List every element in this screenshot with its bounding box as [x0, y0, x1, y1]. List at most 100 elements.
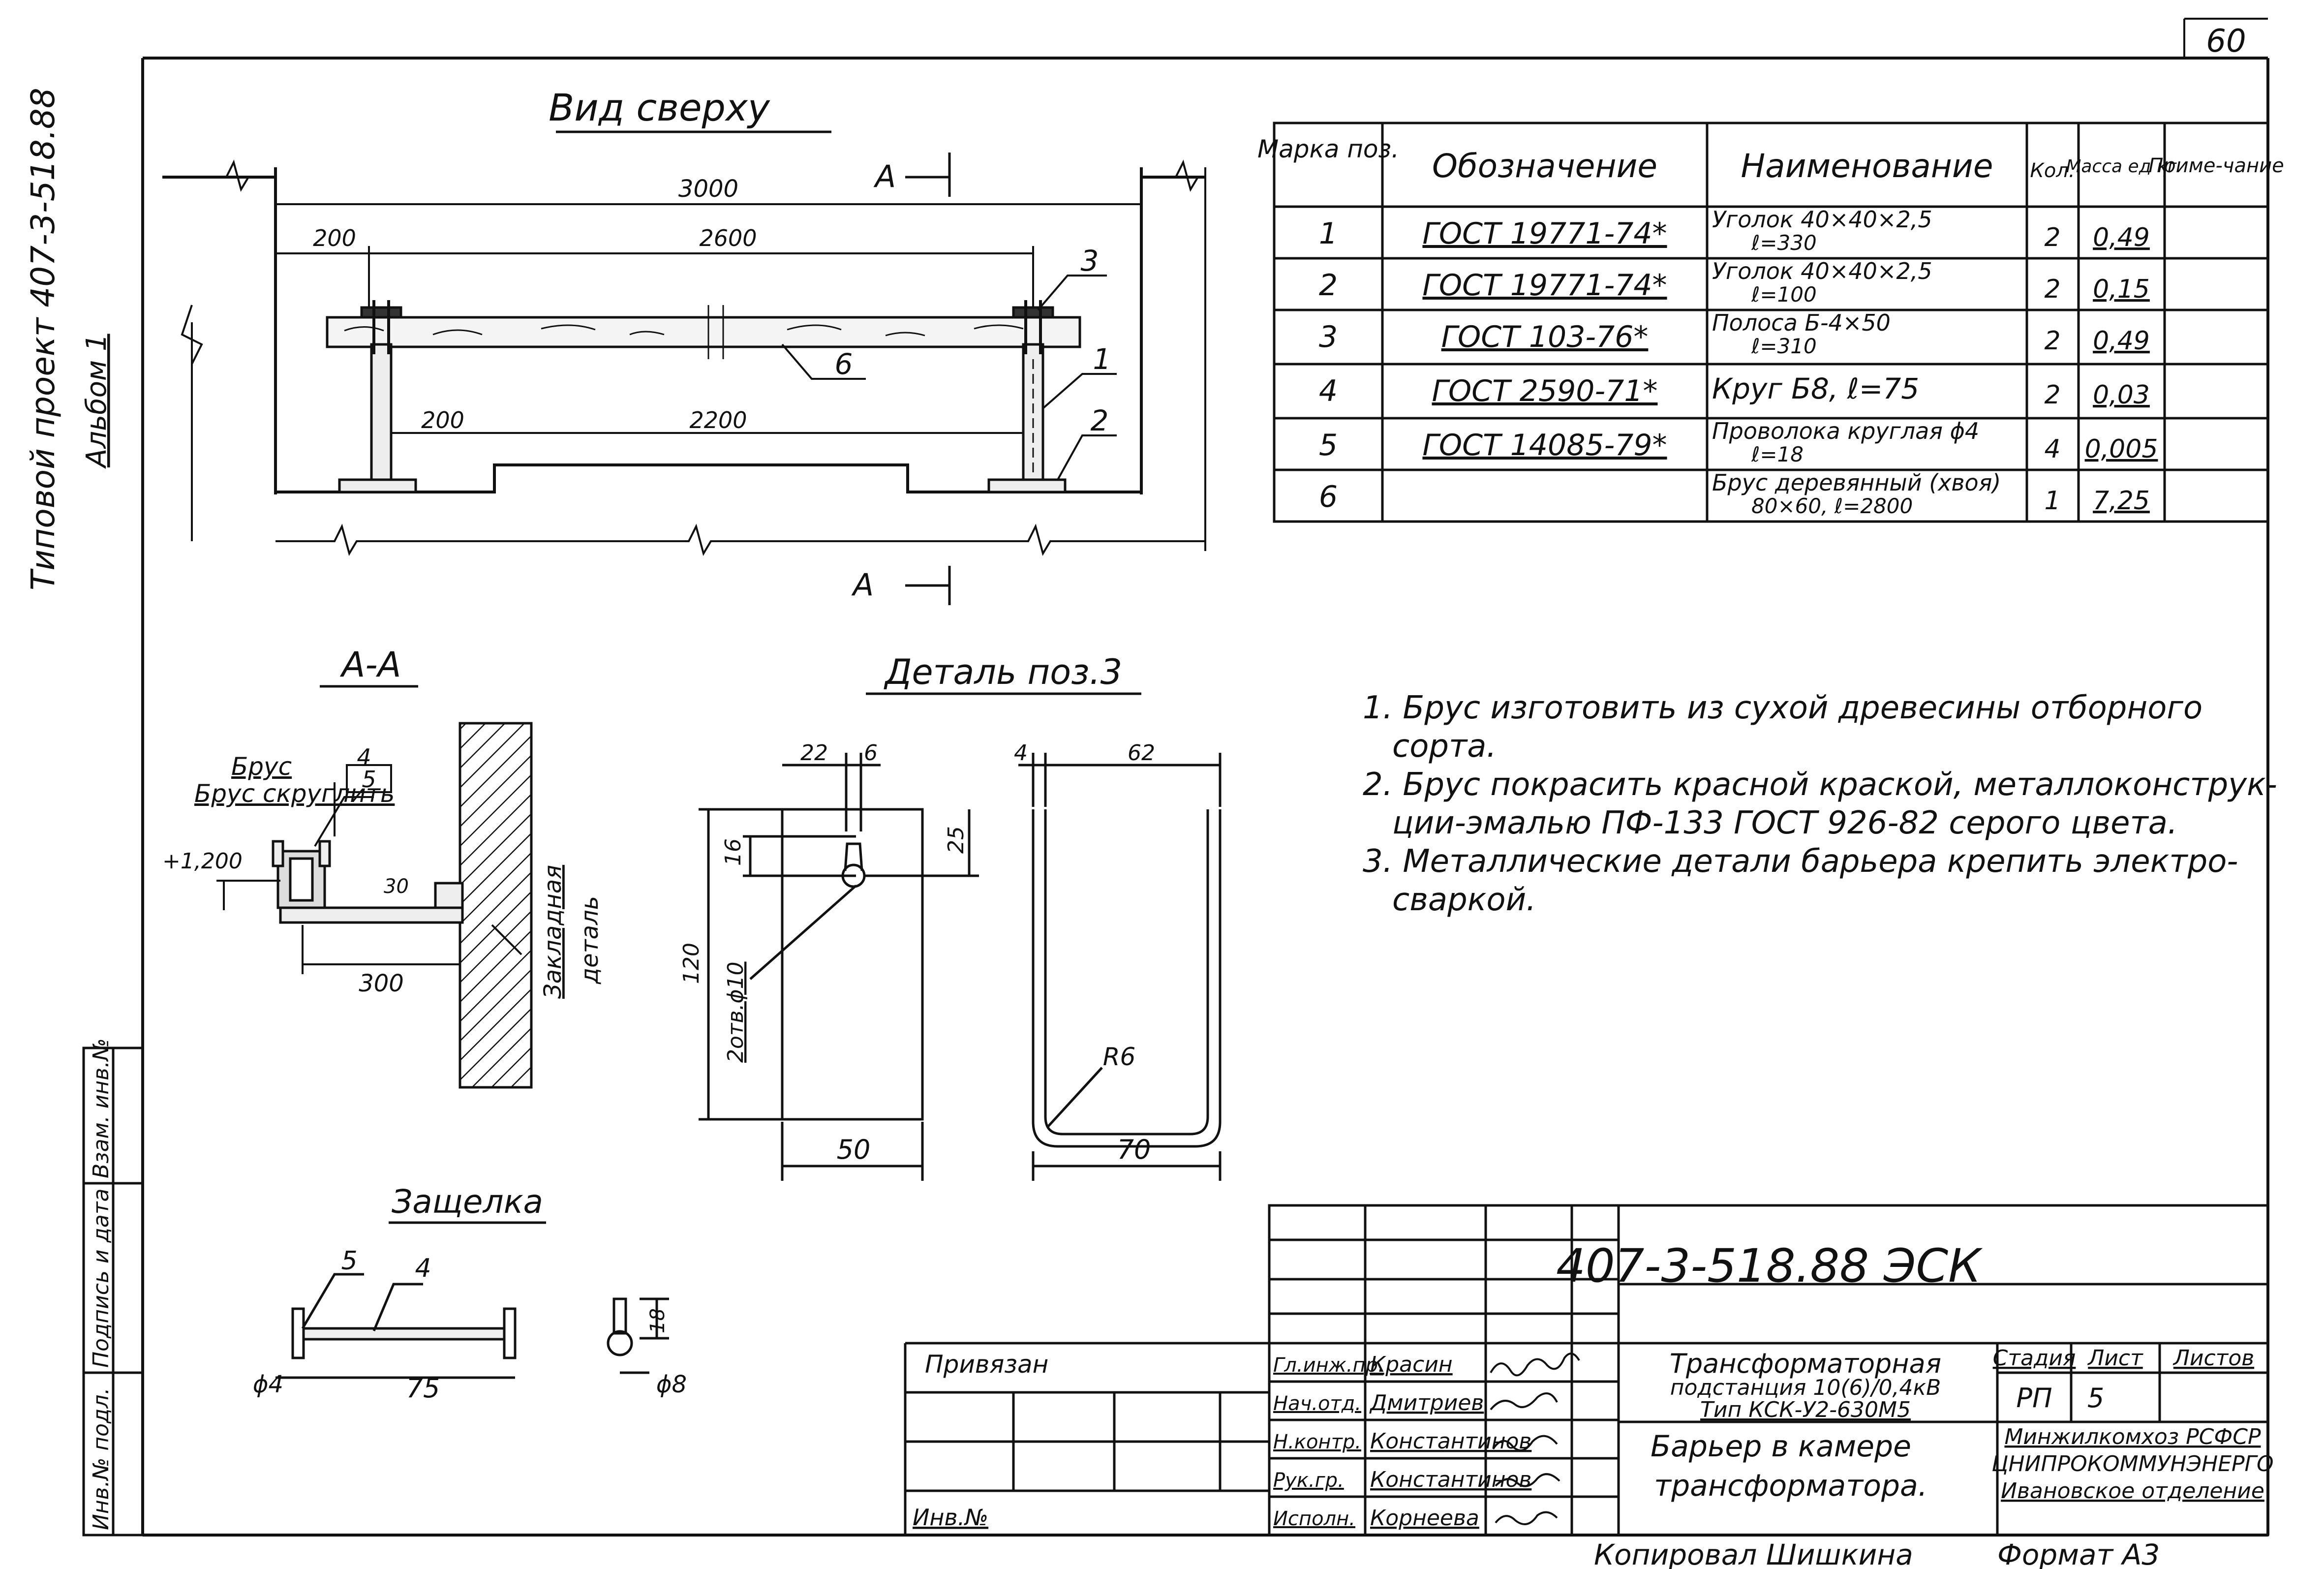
spec-name2-3: ℓ=310 — [1751, 334, 1817, 358]
detail3-title: Деталь поз.3 — [884, 652, 1122, 692]
latch-callout-5: 5 — [341, 1246, 357, 1276]
spec-qty-2: 2 — [2044, 275, 2060, 304]
d3-4: 4 — [1014, 740, 1028, 766]
callout-3: 3 — [1081, 244, 1099, 277]
spec-name2-6: 80×60, ℓ=2800 — [1751, 494, 1913, 518]
spec-header-pos: Марка поз. — [1257, 135, 1399, 163]
aa-callout-4: 4 — [357, 744, 371, 770]
d3-120: 120 — [679, 943, 704, 984]
dim-30: 30 — [384, 875, 409, 898]
detail-pos3: Деталь поз.3 22 6 16 25 120 2о — [679, 652, 1222, 1181]
spec-name-6: Брус деревянный (хвоя) — [1712, 469, 2001, 496]
note-1-cont: сорта. — [1392, 728, 1497, 765]
spec-mass-5: 0,005 — [2085, 434, 2158, 464]
spec-qty-3: 2 — [2044, 326, 2060, 356]
d3-62: 62 — [1128, 740, 1155, 766]
spec-pos-5: 5 — [1319, 428, 1338, 462]
section-mark-top — [905, 153, 951, 197]
role-1: Гл.инж.пр. — [1273, 1354, 1384, 1377]
latch-callout-4: 4 — [415, 1254, 431, 1283]
spec-name2-5: ℓ=18 — [1751, 442, 1804, 466]
embed-label-2: деталь — [576, 896, 604, 984]
right-post — [987, 300, 1067, 493]
spec-mass-6: 7,25 — [2093, 486, 2150, 516]
sheets-header: Листов — [2172, 1346, 2254, 1371]
copied-by: Копировал Шишкина — [1594, 1538, 1913, 1569]
drawing-name-line2: трансформатора. — [1654, 1469, 1927, 1503]
name-2: Дмитриев — [1369, 1390, 1484, 1415]
spec-header-mass: Масса ед кг — [2066, 156, 2177, 177]
side-stamp: Типовой проект 407-3-518.88 Альбом 1 — [24, 88, 113, 590]
object-line3: Тип КСК-У2-630М5 — [1700, 1397, 1911, 1422]
dim-bottom-200-text: 200 — [421, 407, 464, 433]
spec-mass-2: 0,15 — [2093, 275, 2150, 304]
name-1: Красин — [1370, 1352, 1453, 1377]
spec-qty-1: 2 — [2044, 223, 2060, 252]
spec-header-qty: Кол. — [2030, 159, 2075, 182]
d3-r6: R6 — [1103, 1043, 1136, 1071]
sheet-header: Лист — [2087, 1346, 2143, 1371]
inv-label: Инв.№ — [913, 1504, 988, 1531]
break-lines — [162, 159, 1206, 556]
org-line3: Ивановское отделение — [2001, 1478, 2264, 1504]
section-mark-bottom — [905, 566, 951, 605]
specification-table — [1273, 122, 2269, 523]
d3-hole-label: 2отв.ϕ10 — [723, 962, 748, 1063]
latch-phi4: ϕ4 — [253, 1371, 283, 1398]
d3-16: 16 — [721, 838, 746, 866]
role-2: Нач.отд. — [1273, 1392, 1361, 1415]
spec-mass-1: 0,49 — [2093, 223, 2150, 252]
org-line2: ЦНИПРОКОММУНЭНЕРГО — [1991, 1451, 2273, 1477]
stage-value: РП — [2016, 1383, 2052, 1414]
title-block-signatures: Гл.инж.пр.КрасинНач.отд.ДмитриевН.контр.… — [1273, 1352, 1531, 1531]
name-5: Корнеева — [1370, 1506, 1479, 1531]
spec-name-3: Полоса Б-4×50 — [1712, 309, 1891, 336]
wooden-beam — [326, 305, 1081, 359]
d3-22: 22 — [800, 740, 828, 766]
spec-qty-6: 1 — [2044, 486, 2060, 516]
left-post — [338, 300, 417, 493]
object-line2: подстанция 10(6)/0,4кВ — [1670, 1375, 1941, 1400]
spec-code-5: ГОСТ 14085-79* — [1422, 428, 1667, 462]
latch-75: 75 — [406, 1373, 440, 1404]
spec-pos-2: 2 — [1319, 268, 1338, 303]
d3-6: 6 — [864, 740, 878, 766]
privyazan-label: Привязан — [925, 1350, 1048, 1379]
spec-name-2: Уголок 40×40×2,5 — [1712, 258, 1932, 284]
section-mark-bottom-text: А — [851, 567, 874, 603]
note-3: 3. Металлические детали барьера крепить … — [1363, 843, 2238, 880]
section-aa-title: А-А — [339, 645, 401, 685]
section-aa-labels-box — [346, 764, 392, 793]
left-cell-sign: Подпись и дата — [89, 1189, 114, 1368]
spec-name-1: Уголок 40×40×2,5 — [1712, 206, 1932, 233]
latch-title: Защелка — [392, 1183, 543, 1221]
spec-pos-3: 3 — [1319, 320, 1338, 354]
spec-header-code: Обозначение — [1432, 147, 1657, 185]
callout-2: 2 — [1091, 404, 1109, 437]
left-cell-replace: Взам. инв.№ — [89, 1038, 114, 1178]
callout-1: 1 — [1093, 342, 1111, 376]
spec-mass-4: 0,03 — [2093, 380, 2150, 410]
embed-label-1: Закладная — [539, 865, 567, 999]
brus-label-1: Брус — [231, 752, 292, 781]
spec-code-4: ГОСТ 2590-71* — [1432, 374, 1658, 408]
d3-70: 70 — [1117, 1134, 1151, 1165]
dim-3000 — [275, 197, 1142, 212]
role-5: Исполн. — [1273, 1507, 1355, 1530]
note-3-cont: сваркой. — [1392, 882, 1536, 918]
side-stamp-project: Типовой проект 407-3-518.88 — [24, 88, 62, 590]
spec-name-4: Круг Б8, ℓ=75 — [1712, 372, 1919, 405]
latch-side-view — [607, 1297, 669, 1374]
top-view: Вид сверху 3000 200 — [162, 86, 1206, 605]
top-view-title: Вид сверху — [549, 86, 770, 129]
spec-name2-1: ℓ=330 — [1751, 231, 1817, 255]
page-number: 60 — [2206, 23, 2246, 60]
left-cell-inv: Инв.№ подл. — [89, 1387, 114, 1530]
org-line1: Минжилкомхоз РСФСР — [2004, 1424, 2261, 1449]
left-approval-cells — [82, 1046, 144, 1537]
title-block — [904, 1204, 2269, 1537]
spec-qty-5: 4 — [2044, 434, 2060, 464]
top-view-leaders — [781, 275, 1117, 480]
